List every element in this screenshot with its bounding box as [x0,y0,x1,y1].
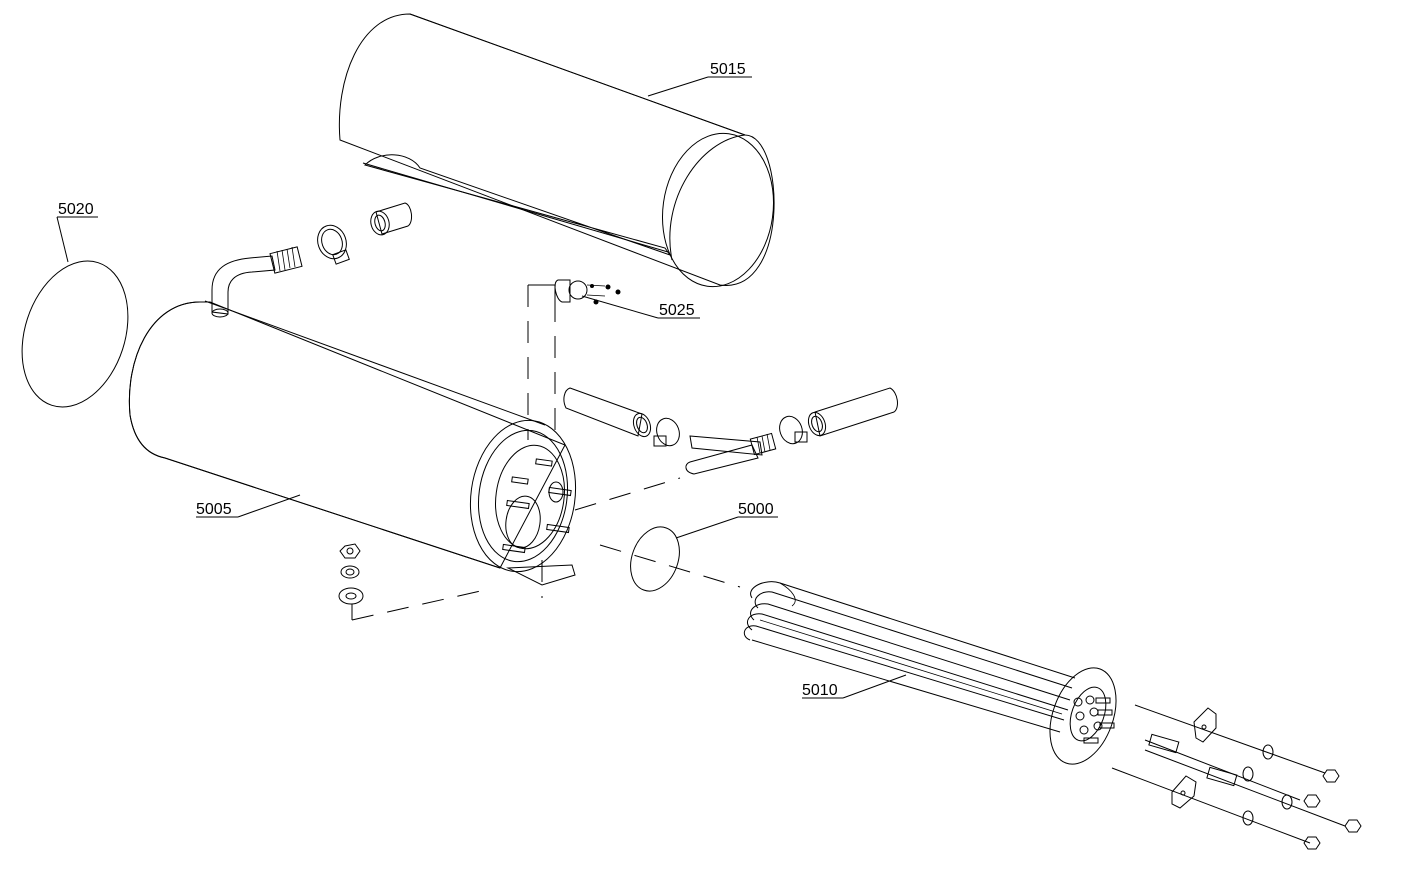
end-cover [21,260,129,408]
part-number-5025: 5025 [659,302,695,319]
hose-clamp-top [317,224,350,265]
threaded-connector-mid [749,432,777,456]
element-hardware [1111,704,1362,850]
part-number-5015: 5015 [710,61,746,78]
gasket [630,526,680,592]
hose-segment-top [370,202,413,236]
part-number-5020: 5020 [58,201,94,218]
hose-assembly [563,387,898,475]
hose-clamp-left [653,417,680,447]
part-number-5010: 5010 [802,682,838,699]
insulation-jacket [338,13,775,288]
inlet-pipe [211,202,413,318]
callout-5000: 5000 [675,501,778,539]
callout-5010: 5010 [802,674,907,699]
hose-clamp-right [779,415,808,445]
assembly-lines [351,284,741,621]
callout-5025: 5025 [581,295,700,319]
thermostat [554,279,621,305]
heating-element [743,581,1117,765]
element-flange [1049,667,1117,765]
callout-5020: 5020 [56,201,98,263]
callout-5015: 5015 [647,61,752,97]
threaded-connector [269,246,303,274]
tank-studs [502,458,572,554]
part-number-5000: 5000 [738,501,774,518]
tank-end-flange [469,419,577,573]
tank-nut-and-washers [338,543,364,605]
tank [128,300,577,586]
callout-5005: 5005 [196,494,301,518]
part-number-5005: 5005 [196,501,232,518]
